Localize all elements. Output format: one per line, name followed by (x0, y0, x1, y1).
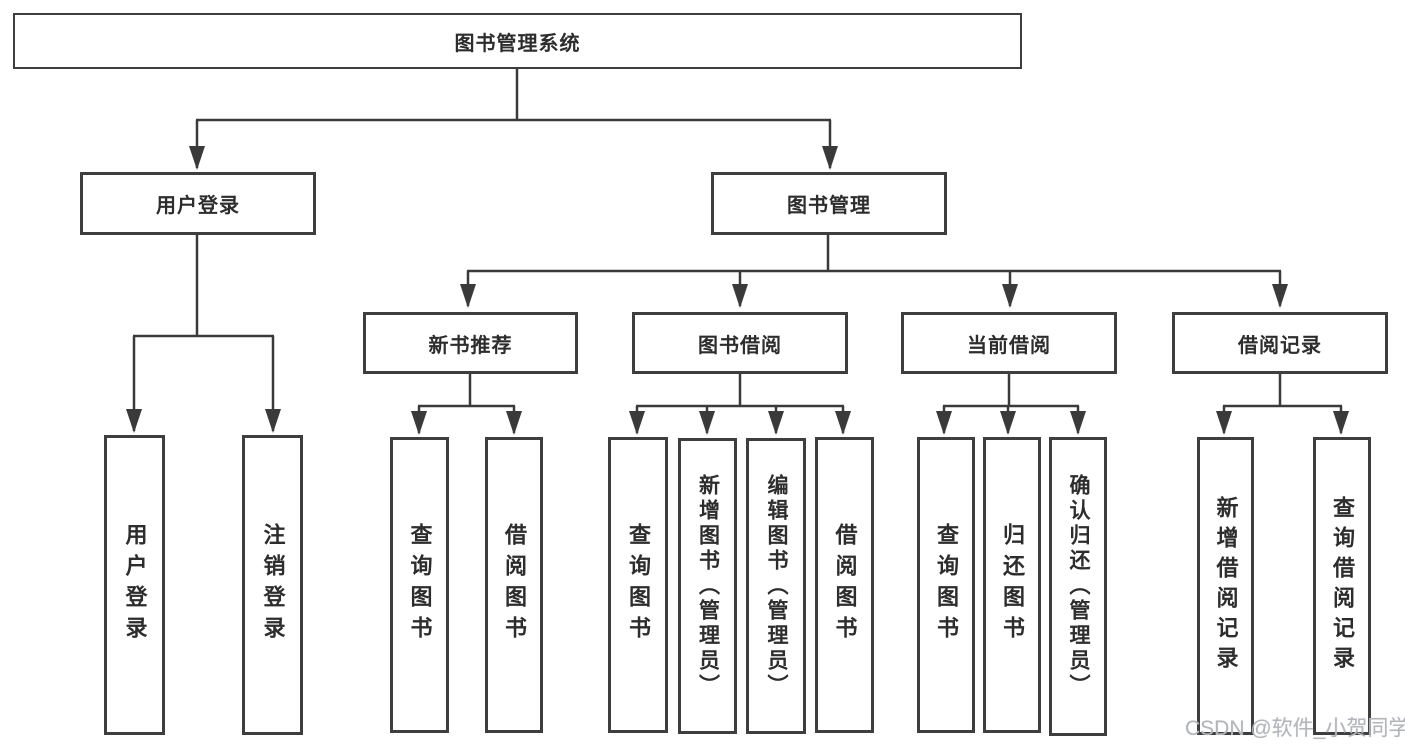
leaf-logout: 注销登录 (242, 435, 303, 735)
leaf-newbooks-query-books: 查询图书 (390, 437, 449, 733)
node-current-borrowing: 当前借阅 (901, 312, 1117, 374)
node-borrowing-records: 借阅记录 (1172, 312, 1388, 374)
csdn-watermark: CSDN @软件_小贺同学 (1185, 717, 1405, 740)
node-book-borrowing: 图书借阅 (632, 312, 848, 374)
leaf-user-login: 用户登录 (104, 435, 165, 735)
leaf-current-return-books: 归还图书 (983, 437, 1041, 733)
leaf-borrowing-query-books: 查询图书 (608, 437, 668, 733)
node-new-book-recommendation: 新书推荐 (363, 312, 578, 374)
leaf-records-query-borrow-record: 查询借阅记录 (1313, 437, 1371, 735)
leaf-borrowing-edit-books-admin: 编辑图书（管理员） (746, 438, 806, 734)
leaf-newbooks-borrow-books: 借阅图书 (485, 437, 543, 733)
leaf-records-add-borrow-record: 新增借阅记录 (1197, 437, 1254, 735)
leaf-current-confirm-return-admin: 确认归还（管理员） (1049, 437, 1107, 736)
leaf-borrowing-add-books-admin: 新增图书（管理员） (678, 438, 737, 734)
node-book-management-group: 图书管理 (711, 172, 947, 235)
node-library-management-system: 图书管理系统 (13, 13, 1022, 69)
leaf-current-query-books: 查询图书 (917, 437, 975, 733)
leaf-borrowing-borrow-books: 借阅图书 (815, 437, 874, 733)
node-user-login-group: 用户登录 (80, 172, 316, 235)
